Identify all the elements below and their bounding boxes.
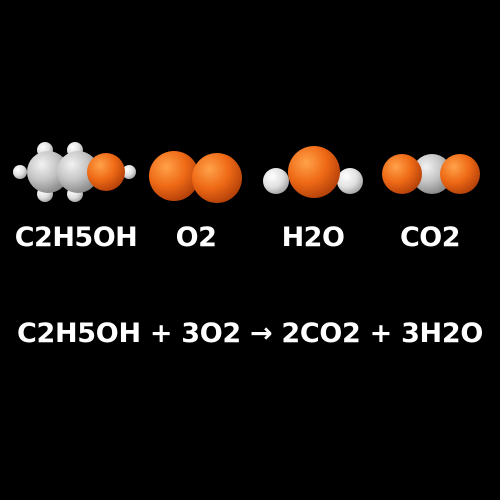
oxygen-label: O2 [175, 222, 217, 253]
water-label: H2O [281, 222, 345, 253]
hydrogen-atom [122, 165, 136, 179]
carbon-dioxide-model [382, 154, 480, 194]
carbon-atom [412, 154, 452, 194]
hydrogen-atom [13, 165, 27, 179]
reaction-equation: C2H5OH + 3O2 → 2CO2 + 3H2O [17, 318, 483, 349]
oxygen-atom [288, 146, 340, 198]
oxygen-model [149, 151, 242, 203]
oxygen-atom [149, 151, 199, 201]
ethanol-model [13, 142, 136, 202]
carbon-dioxide-label: CO2 [399, 222, 461, 253]
hydrogen-atom [263, 168, 289, 194]
oxygen-atom [440, 154, 480, 194]
ethanol-label: C2H5OH [14, 222, 138, 253]
oxygen-atom [87, 153, 125, 191]
molecule-models [13, 142, 480, 203]
oxygen-atom [382, 154, 422, 194]
water-model [263, 146, 363, 198]
carbon-atom [57, 151, 99, 193]
hydrogen-atom [337, 168, 363, 194]
oxygen-atom [192, 153, 242, 203]
carbon-atom [27, 151, 69, 193]
